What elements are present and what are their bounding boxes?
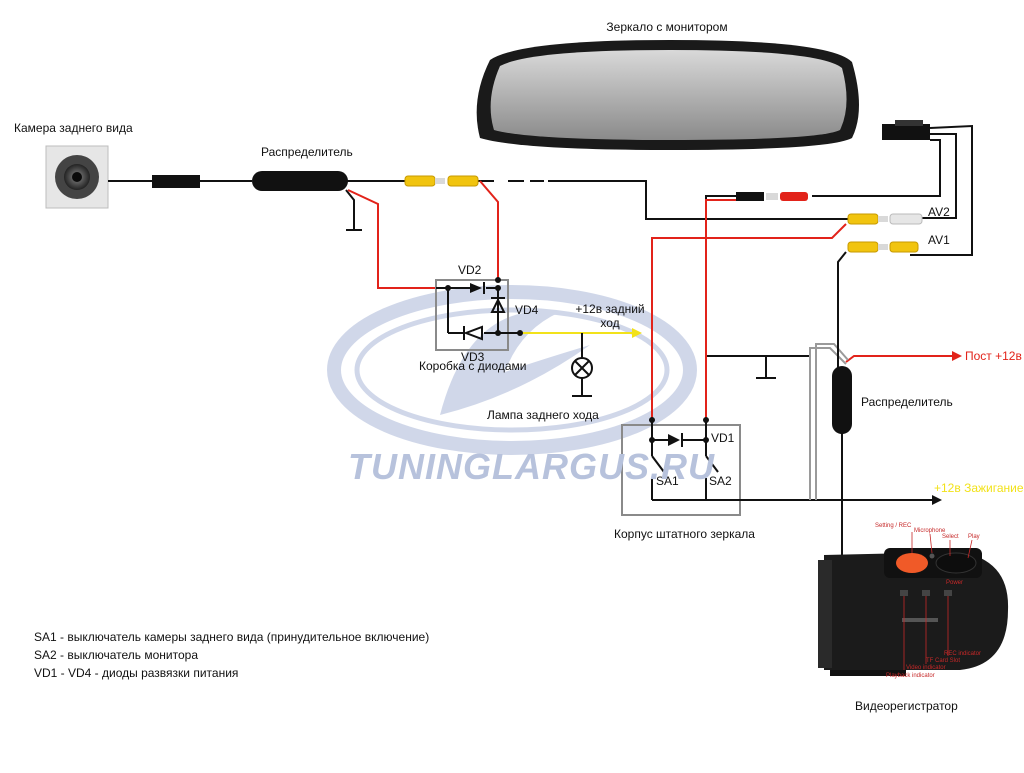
mirror-housing: [621, 417, 760, 516]
dvr-callout-power: Power: [946, 580, 964, 586]
dvr-callout-rec-indicator: REC indicator: [944, 651, 982, 657]
distributor-top-label: Распределитель: [261, 145, 353, 159]
const-12v-label: Пост +12в: [965, 349, 1022, 363]
vd4-label: VD4: [515, 303, 539, 317]
dvr-label: Видеорегистратор: [855, 699, 958, 713]
rca-connector-main: [404, 175, 479, 187]
distributor-right: [832, 366, 852, 434]
mirror-monitor: [476, 40, 859, 150]
yellow-reverse-wire: [520, 328, 642, 338]
distributor-top: [252, 171, 348, 191]
legend-item-sa1: SA1 - выключатель камеры заднего вида (п…: [34, 630, 430, 644]
rear-camera-label: Камера заднего вида: [14, 121, 133, 135]
rear-camera: [45, 145, 109, 209]
mirror-cables: [812, 124, 973, 256]
av1-label: AV1: [928, 233, 950, 247]
dvr-callout-select: Select: [942, 534, 959, 540]
mirror-housing-label: Корпус штатного зеркала: [614, 527, 755, 541]
inline-connector: [152, 175, 200, 188]
red-wires: [347, 180, 952, 420]
diode-box-label: Коробка с диодами: [419, 359, 527, 373]
vd1-label: VD1: [711, 431, 735, 445]
ignition-arrow: [932, 495, 942, 505]
site-watermark: TUNINGLARGUS.RU: [348, 446, 715, 487]
mirror-power-plug: [736, 192, 808, 201]
reverse-12v-label: +12в задний ход: [575, 302, 645, 330]
legend-item-vd: VD1 - VD4 - диоды развязки питания: [34, 666, 239, 680]
diode-box: [435, 277, 523, 351]
dvr-callout-playback-indicator: Playback indicator: [886, 673, 935, 679]
legend: SA1 - выключатель камеры заднего вида (п…: [34, 628, 429, 682]
dvr-callout-tf-card: TF Card Slot: [926, 658, 961, 664]
rca-av2: [847, 213, 923, 225]
vd2-label: VD2: [458, 263, 482, 277]
mirror-connector: [882, 120, 930, 140]
video-cable-black: [108, 180, 848, 231]
mirror-power-ground: [705, 195, 810, 379]
const-12v-arrow: [952, 351, 962, 361]
legend-item-sa2: SA2 - выключатель монитора: [34, 648, 198, 662]
distributor-right-label: Распределитель: [861, 395, 953, 409]
rca-av1: [847, 241, 919, 253]
ignition-12v-label: +12в Зажигание: [934, 481, 1024, 495]
dvr-callout-setting-rec: Setting / REC: [875, 523, 912, 529]
mirror-title: Зеркало с монитором: [606, 20, 728, 34]
dvr-callout-play: Play: [968, 534, 980, 540]
dvr-feed: [837, 251, 847, 560]
sa2-label: SA2: [709, 474, 732, 488]
sa1-label: SA1: [656, 474, 679, 488]
reverse-lamp: [571, 333, 593, 397]
dvr-device: [818, 532, 1009, 676]
dvr-callout-microphone: Microphone: [914, 528, 946, 534]
lada-logo-watermark: [327, 285, 697, 455]
reverse-lamp-label: Лампа заднего хода: [487, 408, 599, 422]
vd3-label: VD3: [461, 350, 485, 364]
av2-label: AV2: [928, 205, 950, 219]
dvr-callout-video-indicator: Video indicator: [906, 665, 946, 671]
